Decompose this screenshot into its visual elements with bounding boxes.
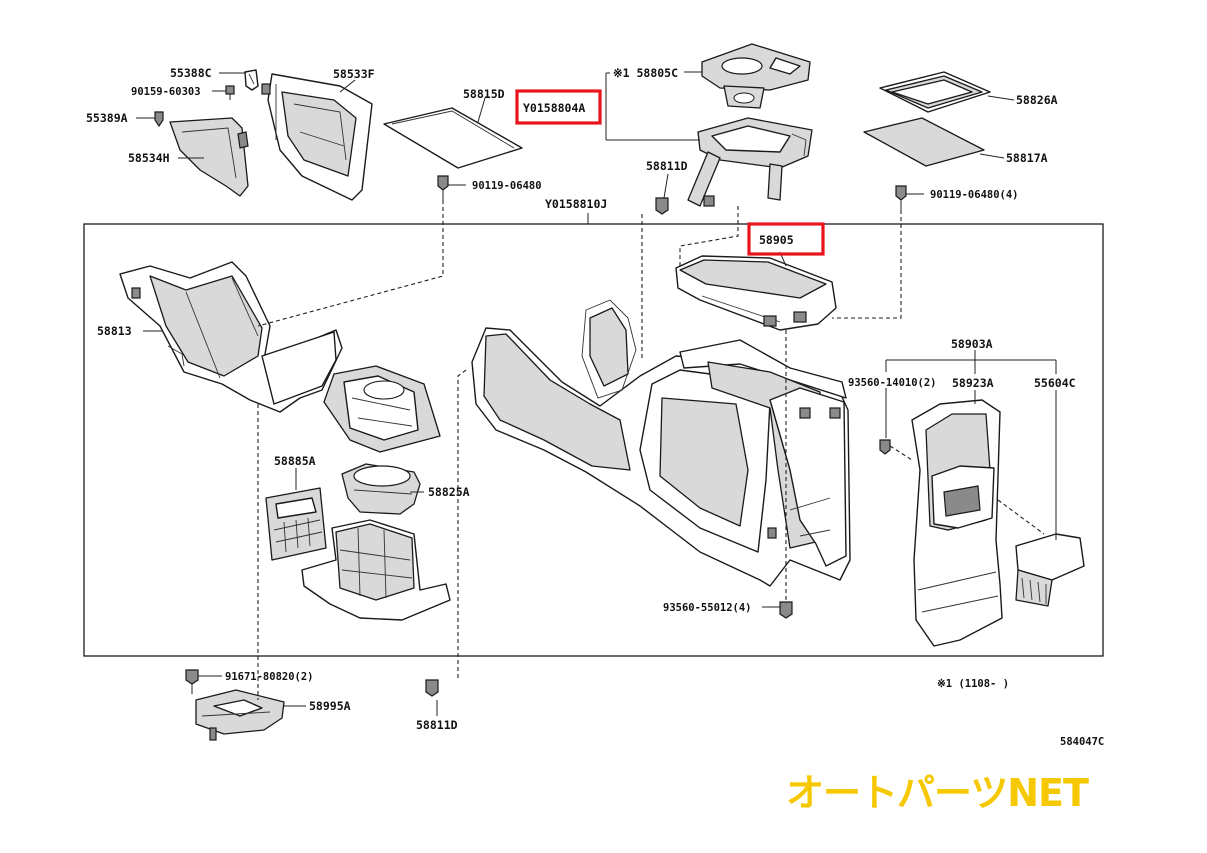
- screw-93560-14010: [879, 439, 891, 455]
- label-58825A: 58825A: [428, 485, 470, 499]
- label-90119-left: 90119-06480: [472, 180, 542, 192]
- clip-55388C: [244, 69, 259, 91]
- label-93560-14010: 93560-14010(2): [848, 377, 937, 389]
- assembly-dash-lines: [257, 200, 1045, 700]
- label-58811D-top: 58811D: [646, 159, 688, 173]
- bolt-91671: [185, 669, 199, 694]
- label-58903A: 58903A: [951, 337, 993, 351]
- console-body: [471, 299, 851, 587]
- shift-housing: [323, 365, 441, 453]
- pocket-58533F: [261, 73, 373, 201]
- label-Y0158804A: Y0158804A: [523, 101, 585, 115]
- bezel-58885A: [265, 487, 327, 561]
- label-58815D: 58815D: [463, 87, 505, 101]
- leader-lines: [136, 71, 1057, 716]
- brand-logo-text: オートパーツNET: [786, 771, 1089, 815]
- assembly-frame: [83, 223, 1104, 657]
- screw-93560-55012: [779, 601, 793, 619]
- label-58905: 58905: [759, 233, 794, 247]
- footnote: ※1 (1108- ): [937, 678, 1009, 690]
- diagram-code: 584047C: [1060, 736, 1104, 748]
- rear-panel-58923A: [911, 399, 1003, 647]
- label-Y0158810J: Y0158810J: [545, 197, 607, 211]
- highlight-58905: [747, 222, 825, 256]
- screw-90119-left: [437, 175, 449, 200]
- label-58817A: 58817A: [1006, 151, 1048, 165]
- highlight-Y0158804A: [515, 89, 602, 125]
- screw-58811D-top: [655, 197, 669, 215]
- lid-58905: [675, 255, 837, 331]
- panel-58534H: [169, 117, 249, 197]
- holder-58805C: [701, 43, 811, 109]
- label-58533F: 58533F: [333, 67, 375, 81]
- bracket-Y0158804A: [687, 117, 813, 207]
- screw-58811D-bottom: [425, 679, 439, 697]
- plate-58995A: [195, 689, 285, 741]
- label-58885A: 58885A: [274, 454, 316, 468]
- screw-90119-right: [895, 185, 907, 210]
- shift-bracket-lower: [301, 519, 451, 621]
- screw-90159: [225, 85, 235, 100]
- label-58826A: 58826A: [1016, 93, 1058, 107]
- label-90159: 90159-60303: [131, 86, 201, 98]
- label-58534H: 58534H: [128, 151, 170, 165]
- label-55604C: 55604C: [1034, 376, 1076, 390]
- clip-55389A: [154, 111, 164, 128]
- label-58811D-bottom: 58811D: [416, 718, 458, 732]
- label-58995A: 58995A: [309, 699, 351, 713]
- cup-58825A: [341, 463, 421, 515]
- label-58923A: 58923A: [952, 376, 994, 390]
- console-front-58813: [119, 261, 343, 413]
- label-93560-55012: 93560-55012(4): [663, 602, 752, 614]
- label-55389A: 55389A: [86, 111, 128, 125]
- label-91671: 91671-80820(2): [225, 671, 314, 683]
- label-55388C: 55388C: [170, 66, 212, 80]
- label-90119-right: 90119-06480(4): [930, 189, 1019, 201]
- mat-58817A: [863, 117, 985, 167]
- frame-58826A: [879, 71, 991, 113]
- label-58805C: ※1 58805C: [613, 66, 678, 80]
- label-58813: 58813: [97, 324, 132, 338]
- mat-58815D: [383, 107, 523, 169]
- box-55604C: [1015, 533, 1085, 607]
